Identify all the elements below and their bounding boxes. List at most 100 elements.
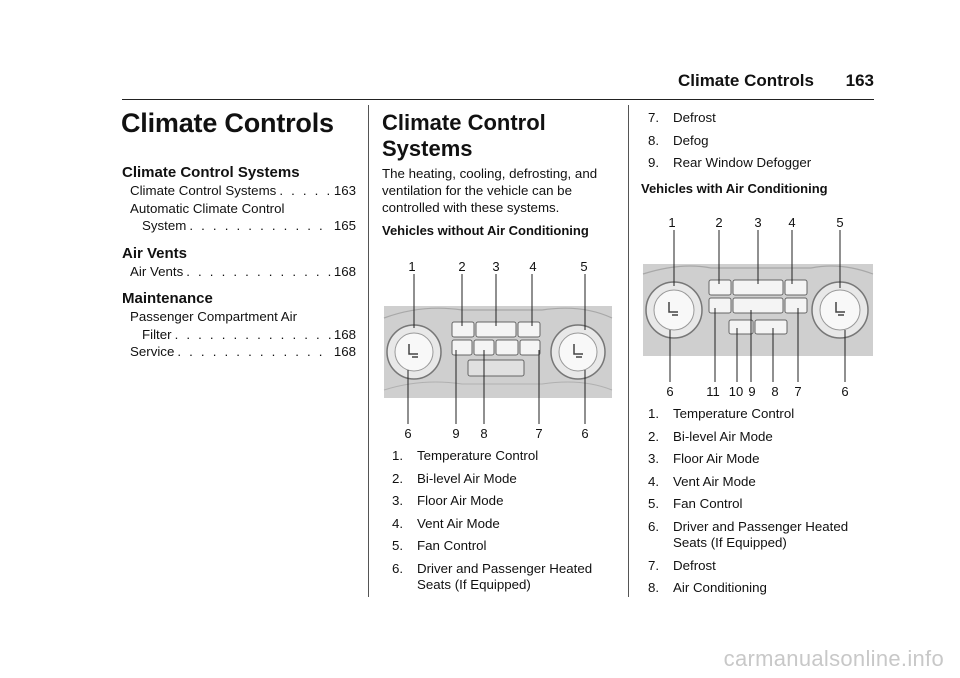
legend-item-text: Fan Control — [673, 496, 743, 511]
callout-number: 1 — [668, 215, 675, 230]
toc-entry[interactable]: Air Vents168 — [122, 263, 356, 281]
legend-item-number: 7. — [648, 110, 660, 125]
legend-item: 5. Fan Control — [392, 538, 620, 555]
toc-entry-page: 168 — [333, 326, 356, 342]
temperature-knob — [386, 324, 442, 380]
callout-number: 2 — [715, 215, 722, 230]
toc-entry-text: Climate Control Systems — [130, 183, 277, 198]
legend-list-without-ac-continued: 7. Defrost 8.Defog 9. Rear Window Defogger — [648, 110, 873, 178]
fan-knob — [550, 324, 606, 380]
legend-item: 4. Vent Air Mode — [392, 516, 620, 533]
legend-item: 7. Defrost — [648, 110, 873, 127]
legend-item-number: 5. — [392, 538, 404, 553]
toc-entry-text: Filter — [142, 326, 172, 342]
legend-item-number: 6. — [648, 518, 660, 534]
toc-entry[interactable]: Service 168 — [122, 343, 356, 361]
chapter-title: Climate Controls — [121, 108, 334, 138]
callout-number: 6 — [404, 426, 411, 441]
toc-entry[interactable]: Filter 168 — [122, 326, 356, 344]
toc-entry-text: System — [142, 218, 187, 233]
legend-item-text: Bi-level Air Mode — [417, 470, 517, 486]
callout-number: 8 — [771, 384, 778, 399]
callout-number: 5 — [836, 215, 843, 230]
running-header-title: Climate Controls — [677, 71, 814, 90]
legend-item: 8. Air Conditioning — [648, 580, 873, 597]
legend-item: 2. Bi-level Air Mode — [648, 429, 873, 446]
callout-number: 8 — [480, 426, 487, 441]
toc-entry-page: 168 — [333, 344, 356, 359]
legend-item: 8.Defog — [648, 133, 873, 150]
callout-number: 7 — [794, 384, 801, 399]
legend-item-text: Air Conditioning — [673, 580, 767, 595]
legend-item: 7.Defrost — [648, 558, 873, 575]
fan-knob — [811, 281, 869, 339]
callout-number: 1 — [408, 259, 415, 274]
legend-item: 4. Vent Air Mode — [648, 474, 873, 491]
legend-item-number: 1. — [392, 448, 404, 463]
legend-item-text: Temperature Control — [673, 406, 795, 421]
callout-number: 6 — [841, 384, 848, 399]
legend-item-number: 3. — [648, 451, 660, 466]
legend-item-number: 3. — [392, 493, 404, 508]
callout-number: 2 — [458, 259, 465, 274]
legend-item: 6. Driver and Passenger Heated Seats (If … — [648, 519, 873, 552]
callout-number: 9 — [748, 384, 755, 399]
section-title: Climate Control Systems — [382, 110, 546, 161]
callout-number: 10 — [729, 384, 743, 399]
legend-item-number: 2. — [648, 428, 660, 444]
legend-item-number: 8. — [648, 580, 660, 595]
legend-item-text: Vent Air Mode — [673, 473, 756, 489]
column-divider-right — [628, 105, 629, 597]
header-rule — [122, 99, 874, 100]
callout-number: 6 — [666, 384, 673, 399]
button-cluster — [451, 321, 541, 377]
callout-number: 4 — [529, 259, 536, 274]
chapter-toc: Climate Control Systems Climate Control … — [122, 164, 356, 361]
legend-item-number: 4. — [392, 515, 404, 531]
legend-item-number: 4. — [648, 473, 660, 489]
callout-number: 3 — [754, 215, 761, 230]
toc-entry-page: 168 — [333, 263, 356, 279]
column-divider-left — [368, 105, 369, 597]
legend-item-text: Fan Control — [417, 538, 487, 553]
legend-item-text: Floor Air Mode — [417, 493, 504, 508]
callout-number: 11 — [706, 384, 720, 399]
subheading-without-ac: Vehicles without Air Conditioning — [382, 223, 589, 238]
toc-entry[interactable]: System165 — [122, 217, 356, 235]
legend-item-text: Rear Window Defogger — [673, 155, 812, 170]
callout-number: 6 — [581, 426, 588, 441]
subheading-with-ac: Vehicles with Air Conditioning — [641, 181, 828, 196]
legend-item-text: Defrost — [673, 110, 716, 125]
toc-entry-page: 163 — [333, 183, 356, 198]
temperature-knob — [645, 281, 703, 339]
legend-item-text: Driver and Passenger Heated Seats (If Eq… — [673, 518, 849, 551]
legend-item-number: 2. — [392, 470, 404, 486]
legend-item-number: 8. — [648, 132, 660, 148]
legend-item: 5.Fan Control — [648, 496, 873, 513]
button-cluster — [708, 279, 808, 335]
legend-item: 1. Temperature Control — [648, 406, 873, 423]
legend-item-text: Floor Air Mode — [673, 451, 760, 466]
toc-heading: Air Vents — [122, 244, 188, 262]
toc-heading: Maintenance — [122, 290, 213, 307]
callout-number: 7 — [535, 426, 542, 441]
legend-item: 3. Floor Air Mode — [648, 451, 873, 468]
legend-item: 6.Driver and Passenger Heated Seats (If … — [392, 561, 620, 594]
toc-entry-line[interactable]: Automatic Climate Control — [122, 200, 356, 218]
legend-item-number: 1. — [648, 406, 660, 421]
callout-number: 9 — [452, 426, 459, 441]
legend-item-text: Vent Air Mode — [417, 515, 500, 531]
legend-list-with-ac: 1. Temperature Control 2. Bi-level Air Mode… — [648, 406, 873, 603]
legend-item: 2. Bi-level Air Mode — [392, 471, 620, 488]
legend-item-text: Bi-level Air Mode — [673, 428, 773, 444]
legend-item-number: 7. — [648, 557, 660, 573]
legend-item-text: Driver and Passenger Heated Seats (If Eq… — [417, 560, 593, 593]
toc-entry[interactable]: Climate Control Systems 163 — [122, 182, 356, 200]
toc-entry-text: Service — [130, 344, 175, 359]
legend-item-number: 9. — [648, 155, 660, 170]
toc-entry-text: Passenger Compartment Air — [130, 309, 298, 324]
toc-entry-line[interactable]: Passenger Compartment Air — [122, 308, 356, 326]
